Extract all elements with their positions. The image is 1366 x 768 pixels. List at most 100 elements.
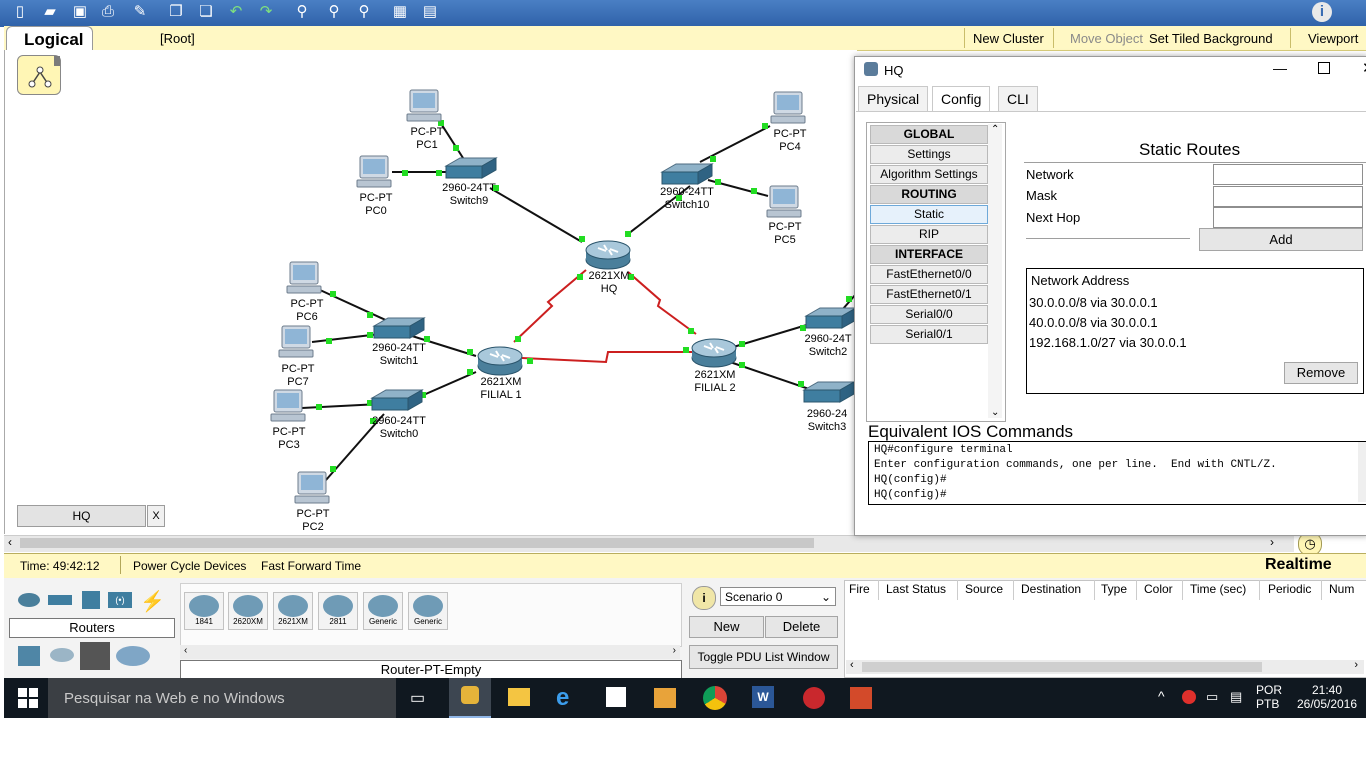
wan-emulation-category-icon[interactable] (50, 648, 74, 662)
power-cycle-button[interactable]: Power Cycle Devices (133, 559, 247, 573)
new-scenario-button[interactable]: New (689, 616, 764, 638)
pc-icon[interactable] (278, 325, 314, 358)
route-item[interactable]: 30.0.0.0/8 via 30.0.0.1 (1029, 295, 1158, 310)
help-icon[interactable]: i (1312, 2, 1332, 22)
zoom-in-icon[interactable]: ⚲ (296, 3, 308, 20)
nav-serial0-1[interactable]: Serial0/1 (870, 325, 988, 344)
windows-start-icon[interactable] (18, 688, 38, 708)
routers-category-icon[interactable] (18, 593, 40, 607)
info-icon[interactable]: i (692, 586, 716, 610)
add-route-button[interactable]: Add (1199, 228, 1363, 251)
toggle-pdu-list-button[interactable]: Toggle PDU List Window (689, 645, 838, 669)
new-cluster-button[interactable]: New Cluster (973, 31, 1044, 46)
close-icon[interactable]: ✕ (1362, 59, 1366, 77)
nav-algorithm-settings[interactable]: Algorithm Settings (870, 165, 988, 184)
chrome-icon[interactable] (703, 686, 727, 710)
nav-rip[interactable]: RIP (870, 225, 988, 244)
route-item[interactable]: 40.0.0.0/8 via 30.0.0.1 (1029, 315, 1158, 330)
viewport-button[interactable]: Viewport (1308, 31, 1359, 46)
undo-icon[interactable]: ↶ (229, 3, 243, 20)
router-model-1841[interactable]: 1841 (184, 592, 224, 630)
wireless-category-icon[interactable]: (•) (108, 592, 132, 608)
pc-icon[interactable] (770, 91, 806, 124)
nav-fastethernet0-1[interactable]: FastEthernet0/1 (870, 285, 988, 304)
router-model-generic-2[interactable]: Generic (408, 592, 448, 630)
fast-forward-button[interactable]: Fast Forward Time (261, 559, 362, 573)
router-icon[interactable] (691, 338, 737, 368)
minimize-icon[interactable]: — (1273, 60, 1287, 76)
save-icon[interactable]: ▣ (72, 3, 88, 20)
logical-workspace[interactable] (4, 50, 857, 534)
taskbar-packet-tracer[interactable] (449, 678, 491, 718)
custom-devices-category-icon[interactable] (80, 642, 110, 670)
pc-icon[interactable] (766, 185, 802, 218)
redo-icon[interactable]: ↷ (259, 3, 273, 20)
powerpoint-icon[interactable] (850, 687, 872, 709)
end-devices-category-icon[interactable] (18, 646, 40, 666)
hubs-category-icon[interactable] (82, 591, 100, 609)
tab-config[interactable]: Config (932, 86, 991, 111)
switch-icon[interactable] (373, 317, 425, 339)
zoom-out-icon[interactable]: ⚲ (358, 3, 370, 20)
tab-physical[interactable]: Physical (858, 86, 929, 111)
switches-category-icon[interactable] (48, 595, 72, 605)
palette-icon[interactable]: ▦ (392, 3, 408, 20)
router-model-2621xm[interactable]: 2621XM (273, 592, 313, 630)
pdu-hscroll[interactable]: ‹› (846, 659, 1364, 674)
open-icon[interactable]: ▰ (44, 3, 56, 20)
power-icon[interactable]: ▭ (1206, 689, 1219, 704)
pc-icon[interactable] (270, 389, 306, 422)
scenario-select[interactable]: Scenario 0⌄ (720, 587, 836, 606)
word-icon[interactable]: W (752, 686, 774, 708)
router-model-2620xm[interactable]: 2620XM (228, 592, 268, 630)
pc-icon[interactable] (294, 471, 330, 504)
activity-wizard-icon[interactable]: ✎ (133, 3, 147, 20)
nav-static[interactable]: Static (870, 205, 988, 224)
open-window-tab-hq[interactable]: HQ (17, 505, 146, 527)
search-box[interactable] (48, 678, 396, 718)
device-list-scroll[interactable]: ‹› (180, 645, 680, 659)
switch-icon[interactable] (371, 389, 423, 411)
maximize-icon[interactable] (1318, 62, 1330, 74)
pc-icon[interactable] (356, 155, 392, 188)
remove-route-button[interactable]: Remove (1284, 362, 1358, 384)
copy-icon[interactable]: ❐ (169, 3, 183, 20)
router-model-generic[interactable]: Generic (363, 592, 403, 630)
connections-category-icon[interactable]: ⚡ (140, 591, 165, 613)
pc-icon[interactable] (286, 261, 322, 294)
pc-icon[interactable] (406, 89, 442, 122)
notification-icon[interactable]: ▤ (1230, 689, 1243, 704)
paste-icon[interactable]: ❏ (199, 3, 213, 20)
console-scrollbar[interactable] (1358, 442, 1366, 502)
nav-settings[interactable]: Settings (870, 145, 988, 164)
multiuser-category-icon[interactable] (116, 646, 150, 666)
file-explorer-icon[interactable] (508, 688, 530, 706)
scroll-right-icon[interactable]: › (1270, 535, 1274, 549)
hscroll-thumb[interactable] (20, 538, 814, 548)
next-hop-input[interactable] (1213, 207, 1363, 228)
zoom-reset-icon[interactable]: ⚲ (328, 3, 340, 20)
media-player-icon[interactable] (654, 688, 676, 708)
realtime-mode-label[interactable]: Realtime (1265, 556, 1332, 573)
edge-icon[interactable]: e (556, 684, 570, 711)
route-item[interactable]: 192.168.1.0/27 via 30.0.0.1 (1029, 335, 1187, 350)
app-icon[interactable] (803, 687, 825, 709)
set-tiled-background-button[interactable]: Set Tiled Background (1149, 31, 1273, 46)
network-input[interactable] (1213, 164, 1363, 185)
router-icon[interactable] (477, 346, 523, 376)
close-tab-button[interactable]: X (147, 505, 165, 527)
switch-icon[interactable] (445, 157, 497, 179)
move-object-button[interactable]: Move Object (1070, 31, 1143, 46)
ios-console[interactable] (868, 441, 1366, 505)
print-icon[interactable]: ⎙ (101, 3, 114, 20)
scroll-left-icon[interactable]: ‹ (8, 535, 12, 549)
nav-fastethernet0-0[interactable]: FastEthernet0/0 (870, 265, 988, 284)
switch-icon[interactable] (803, 381, 855, 403)
delete-scenario-button[interactable]: Delete (765, 616, 838, 638)
antivirus-icon[interactable] (1182, 690, 1196, 704)
switch-icon[interactable] (805, 307, 856, 329)
switch-icon[interactable] (661, 163, 713, 185)
custom-device-icon[interactable]: ▤ (422, 3, 438, 20)
